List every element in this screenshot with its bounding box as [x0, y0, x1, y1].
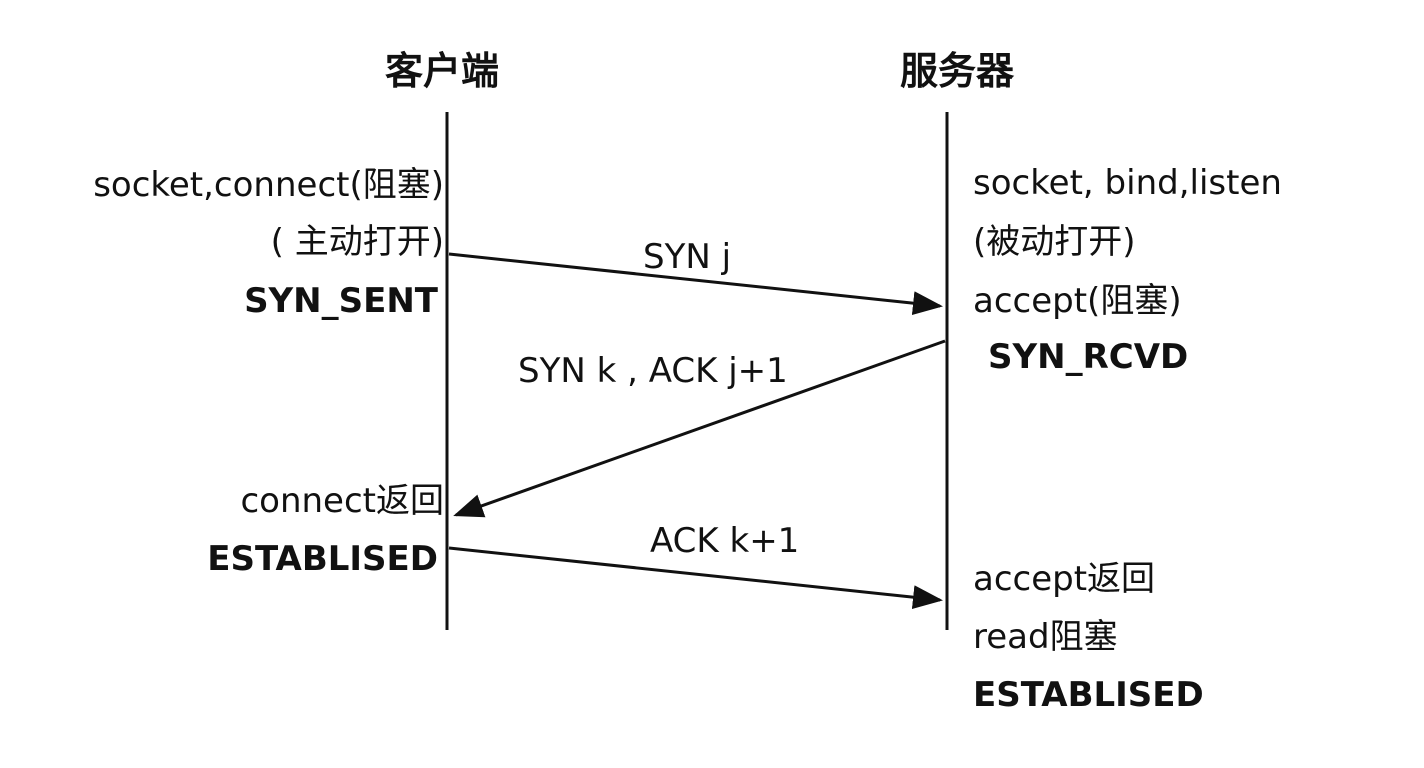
- syn-ack-arrow: [453, 339, 946, 518]
- syn-ack-message-label: SYN k , ACK j+1: [518, 351, 788, 391]
- client-state-syn-sent: SYN_SENT: [244, 281, 438, 321]
- server-return-label: accept返回: [973, 559, 1156, 599]
- server-state-syn-rcvd: SYN_RCVD: [988, 337, 1189, 377]
- client-header: 客户端: [385, 49, 500, 93]
- client-call-label: socket,connect(阻塞): [93, 165, 444, 205]
- server-mode-label: (被动打开): [973, 222, 1136, 262]
- client-mode-label: ( 主动打开): [270, 222, 444, 262]
- server-read-label: read阻塞: [973, 617, 1118, 657]
- server-call-label: socket, bind,listen: [973, 163, 1282, 203]
- server-header: 服务器: [900, 49, 1015, 93]
- server-accept-label: accept(阻塞): [973, 281, 1182, 321]
- server-state-established: ESTABLISED: [973, 675, 1204, 715]
- syn-message-label: SYN j: [643, 237, 732, 277]
- ack-message-label: ACK k+1: [650, 521, 800, 561]
- syn-arrow: [448, 252, 943, 316]
- ack-arrow: [448, 546, 943, 610]
- client-return-label: connect返回: [240, 481, 444, 521]
- client-state-established: ESTABLISED: [207, 539, 438, 579]
